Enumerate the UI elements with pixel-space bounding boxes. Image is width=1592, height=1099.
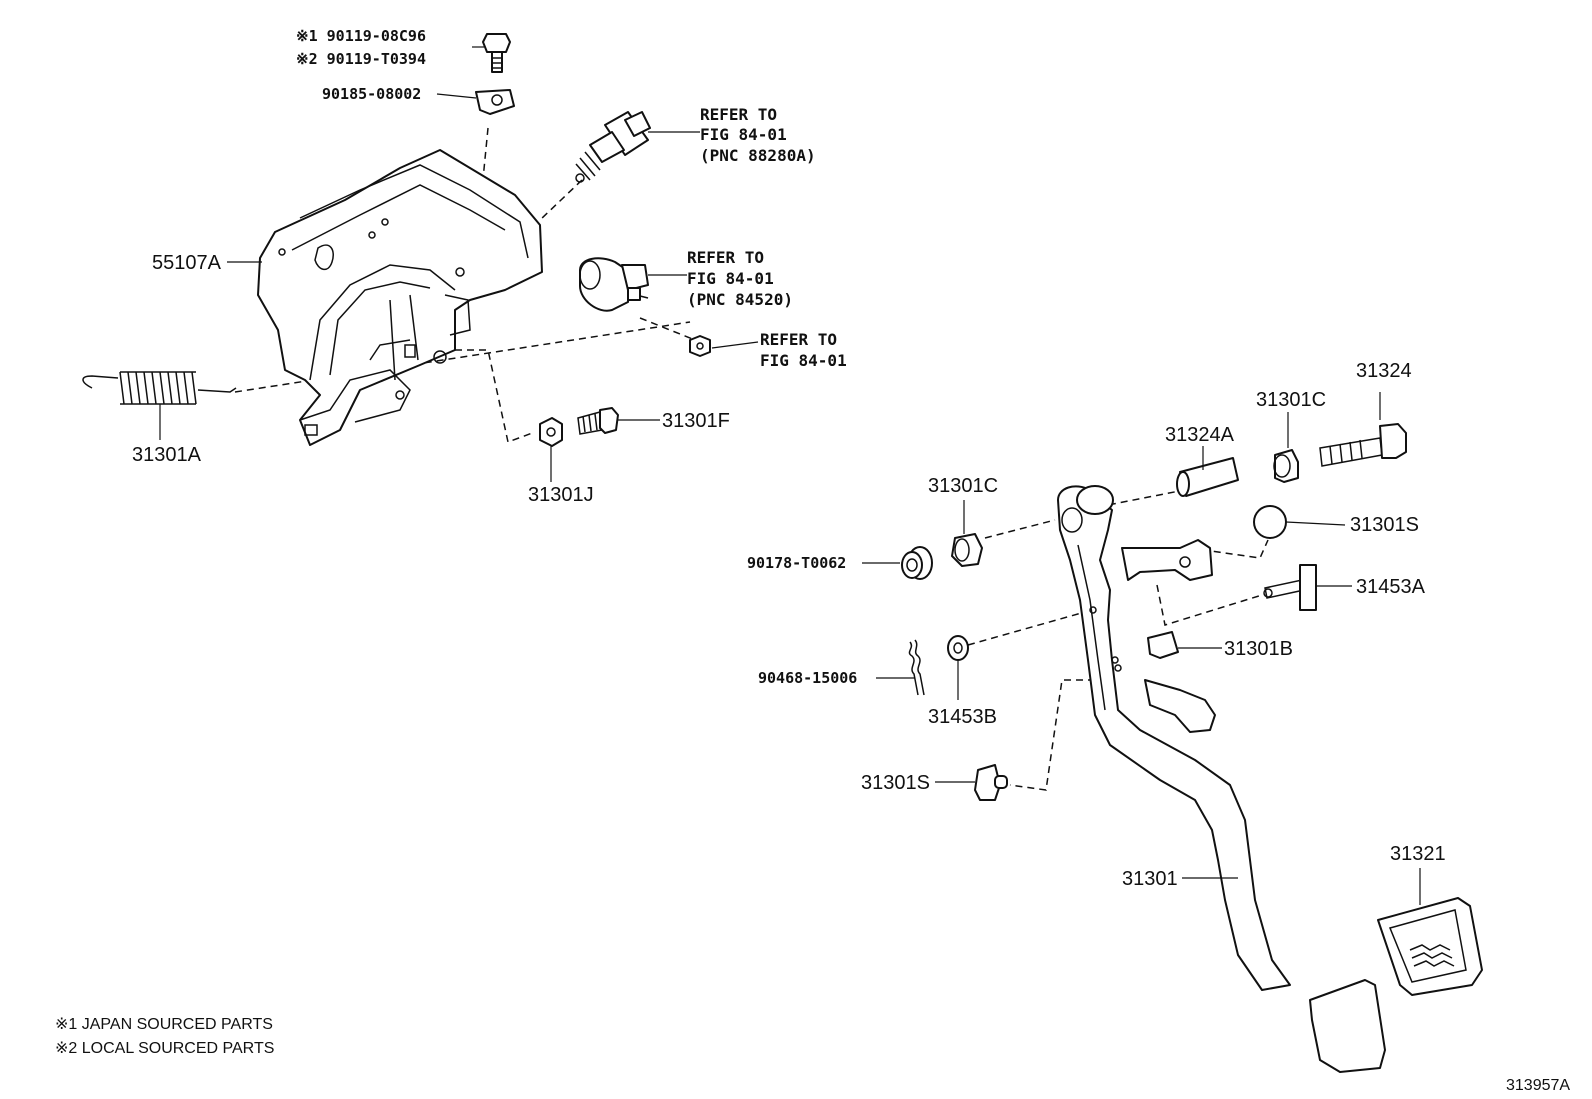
label-90468-15006: 90468-15006 [758, 669, 857, 687]
note-japan-sourced: ※1 JAPAN SOURCED PARTS [55, 1016, 273, 1033]
bushing-31453b-part [947, 635, 969, 661]
label-90178-t0062: 90178-T0062 [747, 554, 846, 572]
label-90185-08002: 90185-08002 [322, 85, 421, 103]
bushing-31301s-top-part [1253, 505, 1287, 539]
alignment-lines [234, 127, 1269, 791]
figure-code: 313957A [1506, 1077, 1570, 1094]
pedal-sensor-part [579, 257, 649, 312]
footnotes: ※1 JAPAN SOURCED PARTS ※2 LOCAL SOURCED … [55, 1016, 274, 1057]
label-31301s-low: 31301S [861, 772, 930, 794]
label-31324a: 31324A [1165, 424, 1235, 446]
leader-lines [159, 46, 1421, 905]
label-31301f: 31301F [662, 410, 730, 432]
label-31301c-mid: 31301C [928, 475, 998, 497]
pedal-pad-31321-part [1377, 897, 1483, 996]
bushing-31301c-top-part [1273, 449, 1299, 483]
label-31301j: 31301J [528, 484, 594, 506]
part-labels: ※1 90119-08C96 ※2 90119-T0394 90185-0800… [132, 27, 1446, 890]
label-90119-08c96: ※1 90119-08C96 [296, 27, 426, 45]
pedal-pad-end-part [1309, 979, 1386, 1073]
ref1-line1: REFER TO [700, 105, 777, 124]
label-31301a: 31301A [132, 444, 202, 466]
ref3-line2: FIG 84-01 [760, 351, 847, 370]
label-31301: 31301 [1122, 868, 1178, 890]
ref1-line2: FIG 84-01 [700, 125, 787, 144]
bolt-31301f-part [577, 407, 619, 435]
ref1-line3: (PNC 88280A) [700, 146, 816, 165]
label-31321: 31321 [1390, 843, 1446, 865]
clip-90468-part [908, 639, 925, 696]
collar-31324a-part [1176, 457, 1239, 497]
ref2-line2: FIG 84-01 [687, 269, 774, 288]
stop-lamp-switch-part [575, 111, 651, 183]
cushion-31301b-part [1147, 631, 1179, 659]
nut-31301j-part [539, 417, 563, 447]
label-31324: 31324 [1356, 360, 1412, 382]
label-55107a: 55107A [152, 252, 222, 274]
bolt-90119-part [482, 33, 511, 73]
pedal-arm-31301-part [1057, 485, 1291, 991]
label-31453b: 31453B [928, 706, 997, 728]
label-31301b: 31301B [1224, 638, 1293, 660]
return-spring-31301a-part [82, 371, 237, 405]
label-31301c-top: 31301C [1256, 389, 1326, 411]
note-local-sourced: ※2 LOCAL SOURCED PARTS [55, 1040, 274, 1057]
clip-nut-90185-part [475, 89, 515, 115]
pin-31453a-part [1263, 564, 1317, 611]
label-90119-t0394: ※2 90119-T0394 [296, 50, 426, 68]
stopper-31301s-low-part [974, 764, 1008, 801]
nut-ref-part [689, 335, 711, 357]
ref3-line1: REFER TO [760, 330, 837, 349]
pedal-bracket-55107a-part [257, 149, 543, 446]
ref2-line3: (PNC 84520) [687, 290, 793, 309]
refer-to-callouts: REFER TO FIG 84-01 (PNC 88280A) REFER TO… [687, 105, 847, 370]
bushing-90178-part [901, 546, 933, 580]
label-31301s-top: 31301S [1350, 514, 1419, 536]
label-31453a: 31453A [1356, 576, 1426, 598]
bolt-31324-part [1319, 423, 1407, 467]
bushing-31301c-mid-part [951, 533, 983, 567]
ref2-line1: REFER TO [687, 248, 764, 267]
